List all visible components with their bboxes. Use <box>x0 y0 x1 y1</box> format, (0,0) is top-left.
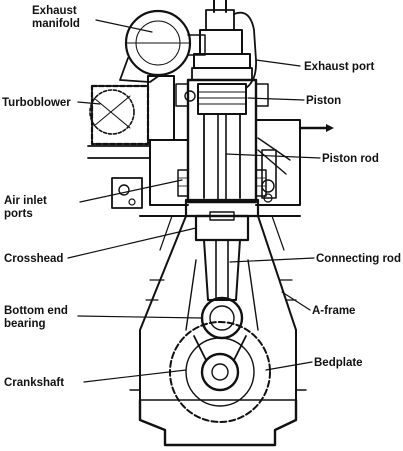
bedplate-drawing <box>129 389 307 447</box>
label-turboblower: Turboblower <box>2 97 71 109</box>
label-bottom-end-2: bearing <box>4 318 46 330</box>
label-crankshaft: Crankshaft <box>4 377 64 389</box>
label-air-inlet-2: ports <box>4 208 33 220</box>
label-bottom-end-1: Bottom end <box>4 305 68 317</box>
label-a-frame: A-frame <box>312 305 355 317</box>
bottom-end-bearing-drawing <box>200 296 244 340</box>
connecting-rod-drawing <box>185 239 259 331</box>
label-air-inlet-1: Air inlet <box>4 195 47 207</box>
turboblower-drawing <box>87 75 196 209</box>
cylinder-head-drawing <box>191 0 257 89</box>
labels: Exhaust manifold Exhaust port Piston Tur… <box>2 5 401 389</box>
label-connecting-rod: Connecting rod <box>316 253 401 265</box>
label-exhaust-port: Exhaust port <box>304 61 374 73</box>
label-crosshead: Crosshead <box>4 253 63 265</box>
crosshead-drawing <box>194 211 250 242</box>
label-exhaust-manifold-1: Exhaust <box>32 5 77 17</box>
label-exhaust-manifold-2: manifold <box>32 18 80 30</box>
label-piston: Piston <box>306 95 341 107</box>
piston-rod-fittings-drawing <box>261 149 277 203</box>
label-piston-rod: Piston rod <box>322 153 379 165</box>
leader-lines <box>67 19 321 383</box>
label-bedplate: Bedplate <box>314 357 363 369</box>
cylinder-drawing <box>175 78 269 204</box>
